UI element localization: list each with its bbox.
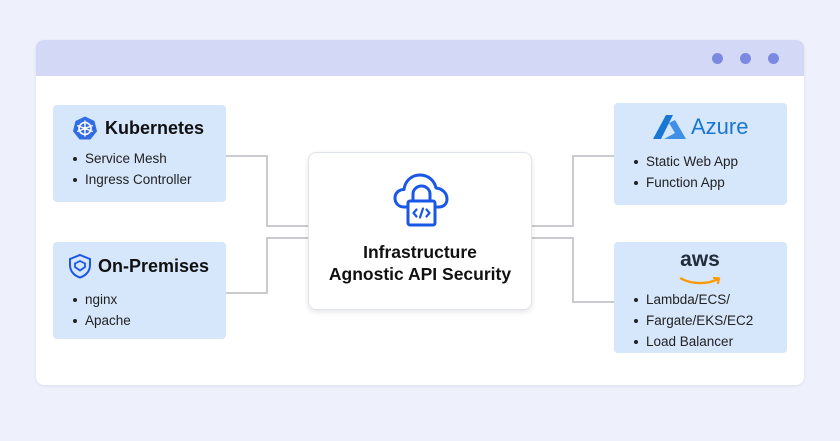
center-card: Infrastructure Agnostic API Security <box>308 152 532 310</box>
connector-azure <box>532 155 614 227</box>
list-item: Fargate/EKS/EC2 <box>620 310 754 331</box>
list-item-continuation: Fargate/EKS/EC2 <box>646 313 754 328</box>
diagram-canvas: Kubernetes Service Mesh Ingress Controll… <box>36 76 804 385</box>
azure-title-text: Azure <box>691 114 749 139</box>
center-title: Infrastructure Agnostic API Security <box>309 241 531 285</box>
list-item: Function App <box>633 172 738 193</box>
aws-logo-text: aws <box>680 248 720 271</box>
list-item: Service Mesh <box>72 148 192 169</box>
on-premises-box: On-Premises nginx Apache <box>53 242 226 339</box>
list-item: nginx <box>72 289 131 310</box>
on-premises-title: On-Premises <box>68 253 209 279</box>
window-dot-3[interactable] <box>768 53 779 64</box>
kubernetes-title: Kubernetes <box>72 115 204 141</box>
kubernetes-list: Service Mesh Ingress Controller <box>72 148 192 190</box>
azure-box: Azure Static Web App Function App <box>614 103 787 205</box>
cloud-lock-code-icon <box>393 173 449 227</box>
kubernetes-title-text: Kubernetes <box>105 117 205 138</box>
window-titlebar <box>36 40 804 76</box>
azure-list: Static Web App Function App <box>633 151 738 193</box>
aws-box: aws Lambda/ECS/ Fargate/EKS/EC2 Load Bal… <box>614 242 787 353</box>
window-dot-1[interactable] <box>712 53 723 64</box>
center-title-line-2: Agnostic API Security <box>328 264 512 284</box>
connector-lines <box>226 155 614 303</box>
list-item: Lambda/ECS/ <box>633 289 753 310</box>
kubernetes-box: Kubernetes Service Mesh Ingress Controll… <box>53 105 226 202</box>
connector-kubernetes <box>226 155 308 227</box>
browser-window: Kubernetes Service Mesh Ingress Controll… <box>36 40 804 385</box>
center-title-line-1: Infrastructure <box>363 242 477 262</box>
on-premises-title-text: On-Premises <box>98 255 210 276</box>
list-item: Static Web App <box>633 151 738 172</box>
connector-on-premises <box>226 237 308 294</box>
list-item: Ingress Controller <box>72 169 192 190</box>
aws-smile-icon <box>679 276 721 285</box>
shield-icon <box>69 253 91 279</box>
aws-logo: aws <box>675 248 725 290</box>
list-item: Load Balancer <box>633 331 753 352</box>
aws-list: Lambda/ECS/ Fargate/EKS/EC2 Load Balance… <box>620 289 754 352</box>
kubernetes-helm-icon <box>73 116 97 140</box>
azure-logo-icon <box>653 115 686 139</box>
azure-title: Azure <box>653 114 748 140</box>
connector-aws <box>532 237 614 303</box>
window-dot-2[interactable] <box>740 53 751 64</box>
on-premises-list: nginx Apache <box>72 289 131 331</box>
list-item: Apache <box>72 310 131 331</box>
